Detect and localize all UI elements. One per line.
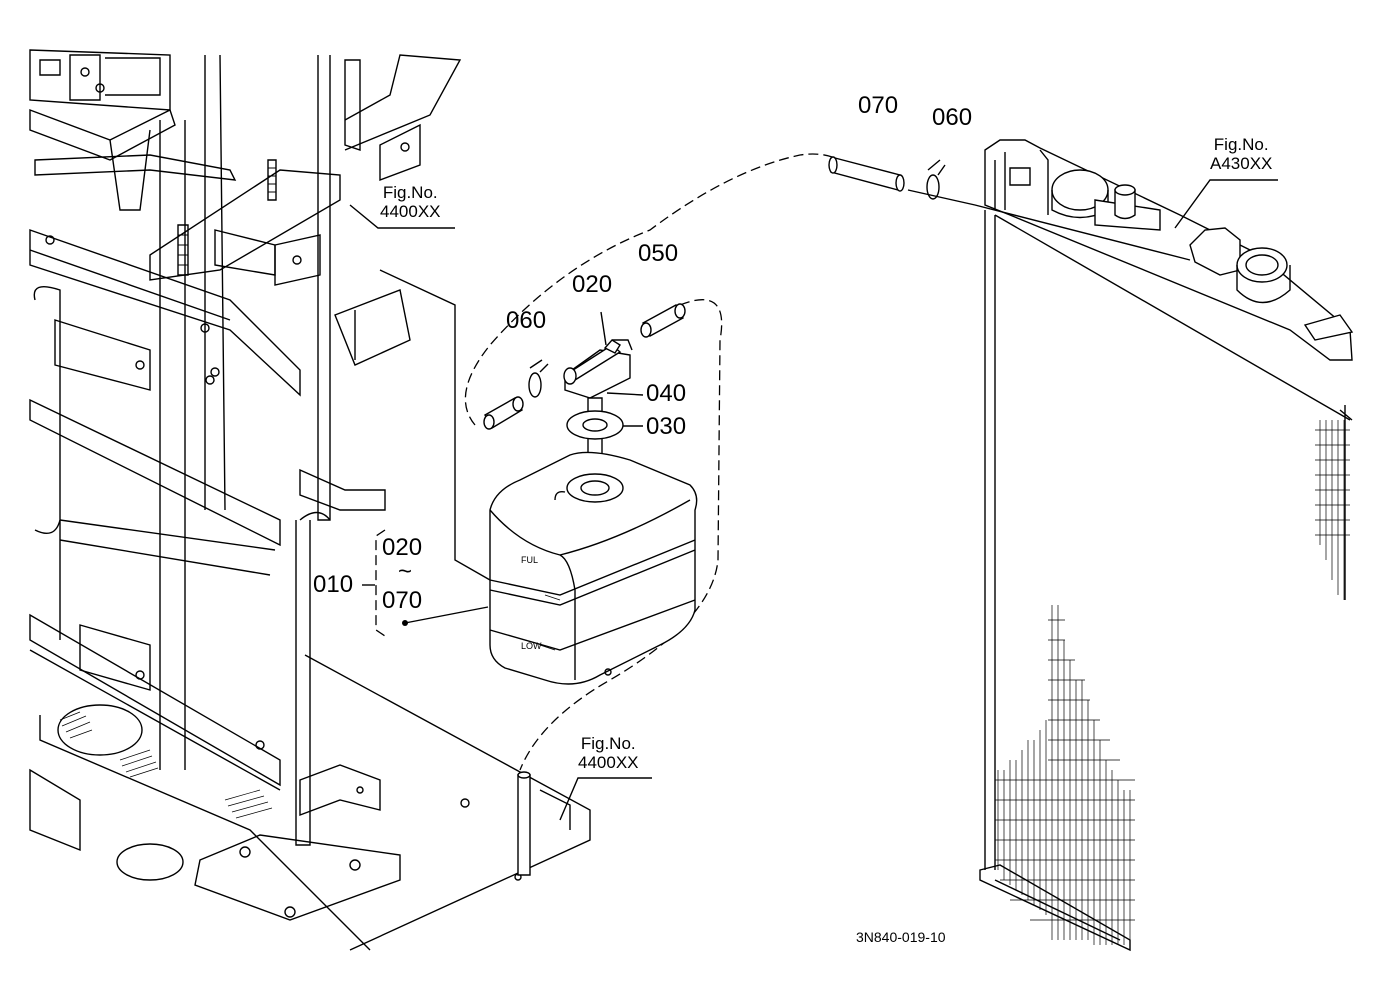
range-label-separator: ~ — [398, 558, 413, 585]
fig-ref-3-number: 4400XX — [578, 753, 639, 772]
fig-ref-2: Fig.No. A430XX — [1210, 136, 1272, 172]
part-label-050: 050 — [638, 240, 679, 267]
part-label-040: 040 — [646, 380, 687, 407]
clip-060-lower — [528, 359, 549, 398]
gasket-030 — [566, 410, 624, 440]
fig-ref-2-number: A430XX — [1210, 154, 1273, 173]
tank-full-mark: FUL — [521, 555, 539, 565]
part-label-060-upper: 060 — [932, 104, 973, 131]
reserve-tank — [489, 451, 698, 685]
radiator — [979, 139, 1354, 952]
fig-ref-1-number: 4400XX — [380, 202, 441, 221]
fig-ref-3: Fig.No. 4400XX — [578, 735, 639, 771]
part-label-060-lower: 060 — [506, 307, 547, 334]
range-label-from: 020 — [382, 534, 423, 561]
drawing-code: 3N840-019-10 — [856, 929, 946, 945]
part-label-010: 010 — [313, 571, 354, 598]
hose-070 — [828, 156, 905, 192]
cap-020 — [563, 339, 633, 399]
hose-050 — [640, 303, 686, 338]
part-label-020: 020 — [572, 271, 613, 298]
tank-low-mark: LOW — [521, 641, 542, 651]
fig-ref-1-leader — [349, 204, 455, 229]
clip-060-upper — [926, 159, 946, 200]
reserve-tank-assembly — [362, 153, 1191, 876]
fig-ref-3-leader — [559, 777, 652, 821]
fig-ref-1-title: Fig.No. — [382, 183, 438, 202]
part-label-030: 030 — [646, 413, 687, 440]
cab-frame — [29, 49, 591, 951]
fig-ref-2-leader — [1174, 179, 1278, 229]
fig-ref-2-title: Fig.No. — [1213, 135, 1269, 154]
part-label-070: 070 — [858, 92, 899, 119]
overflow-pipe — [517, 771, 531, 876]
hose-lower — [483, 396, 524, 430]
range-label-to: 070 — [382, 587, 423, 614]
fig-ref-3-title: Fig.No. — [580, 734, 636, 753]
fig-ref-1: Fig.No. 4400XX — [380, 184, 441, 220]
